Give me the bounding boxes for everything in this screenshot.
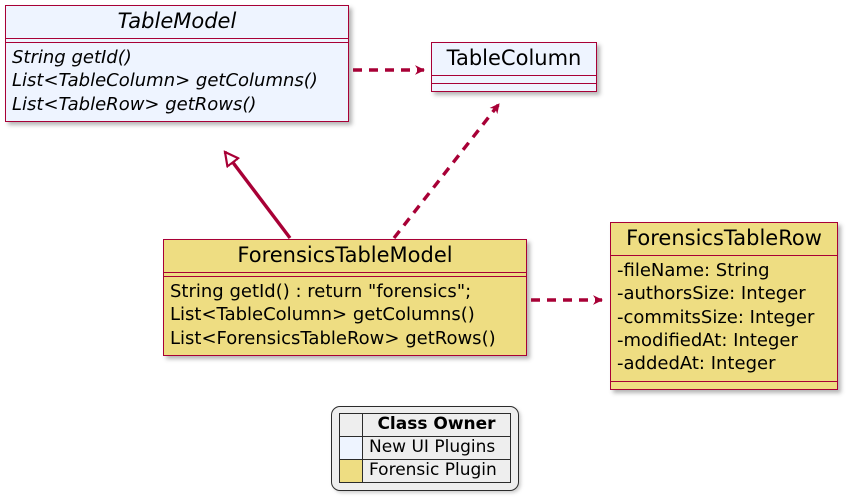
class-attribute: -authorsSize: Integer [617, 283, 806, 305]
legend-swatch-empty [339, 413, 363, 437]
legend-row: Forensic Plugin [339, 459, 511, 483]
class-method: List<ForensicsTableRow> getRows() [170, 327, 496, 349]
class-box-tablemodel[interactable]: TableModel String getId() List<TableColu… [5, 5, 349, 122]
legend-swatch-forensic-plugin [339, 459, 363, 483]
legend-header-row: Class Owner [339, 413, 511, 437]
class-separator [164, 271, 526, 277]
class-attribute: -commitsSize: Integer [617, 306, 815, 328]
class-title-tablecolumn: TableColumn [446, 46, 582, 70]
class-separator [432, 82, 596, 84]
class-attributes-forensicstablerow: -fileName: String -authorsSize: Integer … [611, 256, 837, 381]
class-separator [6, 37, 348, 43]
class-attribute: -fileName: String [617, 259, 770, 281]
legend-box: Class Owner New UI Plugins Forensic Plug… [331, 406, 519, 491]
class-attribute: -addedAt: Integer [617, 353, 776, 375]
class-separator [611, 380, 837, 382]
legend-table: Class Owner New UI Plugins Forensic Plug… [339, 413, 511, 483]
class-attributes-tablecolumn [432, 76, 596, 83]
class-method: List<TableColumn> getColumns() [170, 304, 475, 326]
class-separator [611, 254, 837, 256]
class-box-forensicstablemodel[interactable]: ForensicsTableModel String getId() : ret… [163, 239, 527, 356]
class-methods-forensicstablerow [611, 382, 837, 389]
legend-swatch-new-ui-plugins [339, 436, 363, 460]
class-title-forensicstablerow: ForensicsTableRow [626, 226, 822, 250]
class-box-tablecolumn[interactable]: TableColumn [431, 42, 597, 92]
legend-header-label: Class Owner [362, 413, 511, 437]
relation-forensicstablemodel-extends-tablemodel [225, 152, 292, 240]
relation-forensicstablemodel-dependency-tablecolumn [392, 102, 501, 240]
legend-label-forensic-plugin: Forensic Plugin [362, 459, 511, 483]
legend-row: New UI Plugins [339, 436, 511, 460]
class-methods-tablecolumn [432, 84, 596, 91]
class-title-tablemodel: TableModel [117, 9, 237, 33]
class-title-forensicstablemodel: ForensicsTableModel [237, 243, 453, 267]
class-method: String getId() [12, 46, 132, 68]
class-methods-tablemodel: String getId() List<TableColumn> getColu… [6, 43, 348, 121]
class-attribute: -modifiedAt: Integer [617, 329, 798, 351]
class-method: String getId() : return "forensics"; [170, 280, 472, 302]
class-separator [432, 74, 596, 76]
legend-label-new-ui-plugins: New UI Plugins [362, 436, 511, 460]
class-box-forensicstablerow[interactable]: ForensicsTableRow -fileName: String -aut… [610, 222, 838, 390]
class-methods-forensicstablemodel: String getId() : return "forensics"; Lis… [164, 277, 526, 355]
class-method: List<TableRow> getRows() [12, 93, 257, 115]
class-method: List<TableColumn> getColumns() [12, 70, 318, 92]
